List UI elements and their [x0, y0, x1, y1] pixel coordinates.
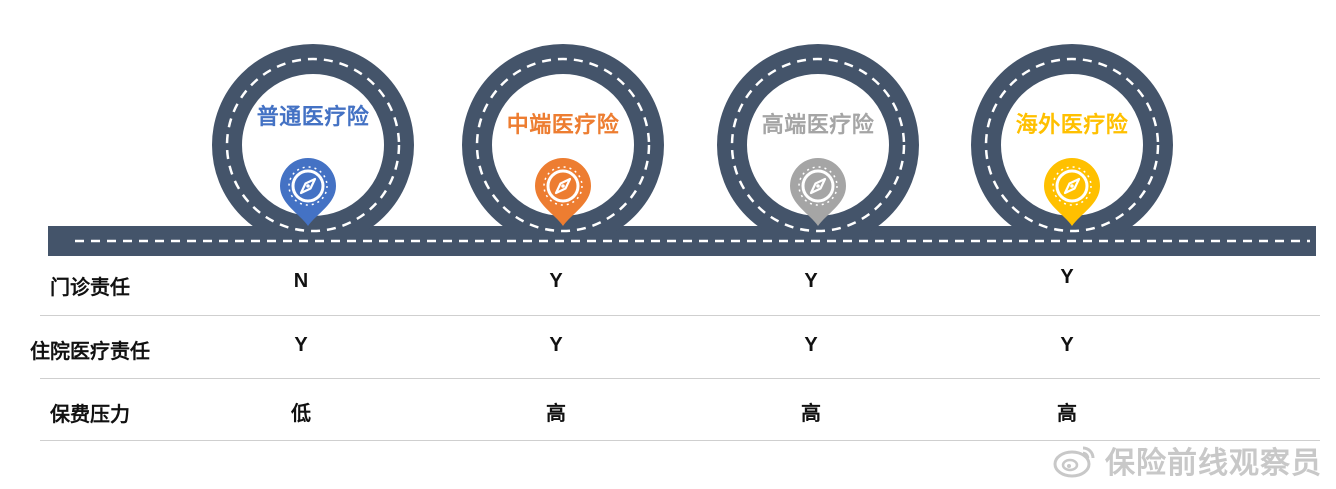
- stage-title: 普通医疗险: [256, 105, 370, 130]
- watermark: 保险前线观察员: [1053, 438, 1322, 482]
- row-label: 住院医疗责任: [30, 339, 150, 363]
- weibo-icon: [1053, 446, 1095, 478]
- row-divider: [40, 378, 1320, 379]
- table-cell: Y: [804, 270, 818, 292]
- location-pin-icon: [1044, 158, 1100, 226]
- row-label: 保费压力: [50, 402, 130, 426]
- compass-icon: [1052, 166, 1092, 206]
- location-pin-icon: [280, 158, 336, 226]
- watermark-text: 保险前线观察员: [1105, 446, 1322, 481]
- compass-icon: [543, 166, 583, 206]
- table-cell: Y: [1060, 334, 1074, 356]
- row-label: 门诊责任: [50, 275, 130, 299]
- table-cell: Y: [549, 270, 563, 292]
- stage-title: 海外医疗险: [1015, 113, 1129, 138]
- lane-dash-loop: [475, 57, 651, 233]
- row-divider: [40, 315, 1320, 316]
- table-cell: Y: [294, 334, 308, 356]
- lane-dash-loop: [730, 57, 906, 233]
- stage-title: 中端医疗险: [506, 113, 620, 138]
- road-connector: [545, 215, 604, 256]
- table-cell: Y: [804, 334, 818, 356]
- lane-dash-loop: [225, 57, 401, 233]
- table-cell: Y: [549, 334, 563, 356]
- road-connector: [800, 215, 859, 256]
- road: [48, 44, 1316, 256]
- compass-icon: [288, 166, 328, 206]
- table-cell: 高: [801, 403, 821, 425]
- table-cell: N: [293, 270, 309, 292]
- table-cell: 高: [546, 403, 566, 425]
- location-pin-icon: [535, 158, 591, 226]
- table-cell: 低: [291, 403, 311, 425]
- stage-title: 高端医疗险: [761, 113, 875, 138]
- location-pin-icon: [790, 158, 846, 226]
- table-cell: 高: [1057, 403, 1077, 425]
- lane-dash-loop: [984, 57, 1160, 233]
- row-divider: [40, 440, 1320, 441]
- table-cell: Y: [1060, 266, 1074, 288]
- compass-icon: [798, 166, 838, 206]
- lane-markings: [75, 57, 1310, 243]
